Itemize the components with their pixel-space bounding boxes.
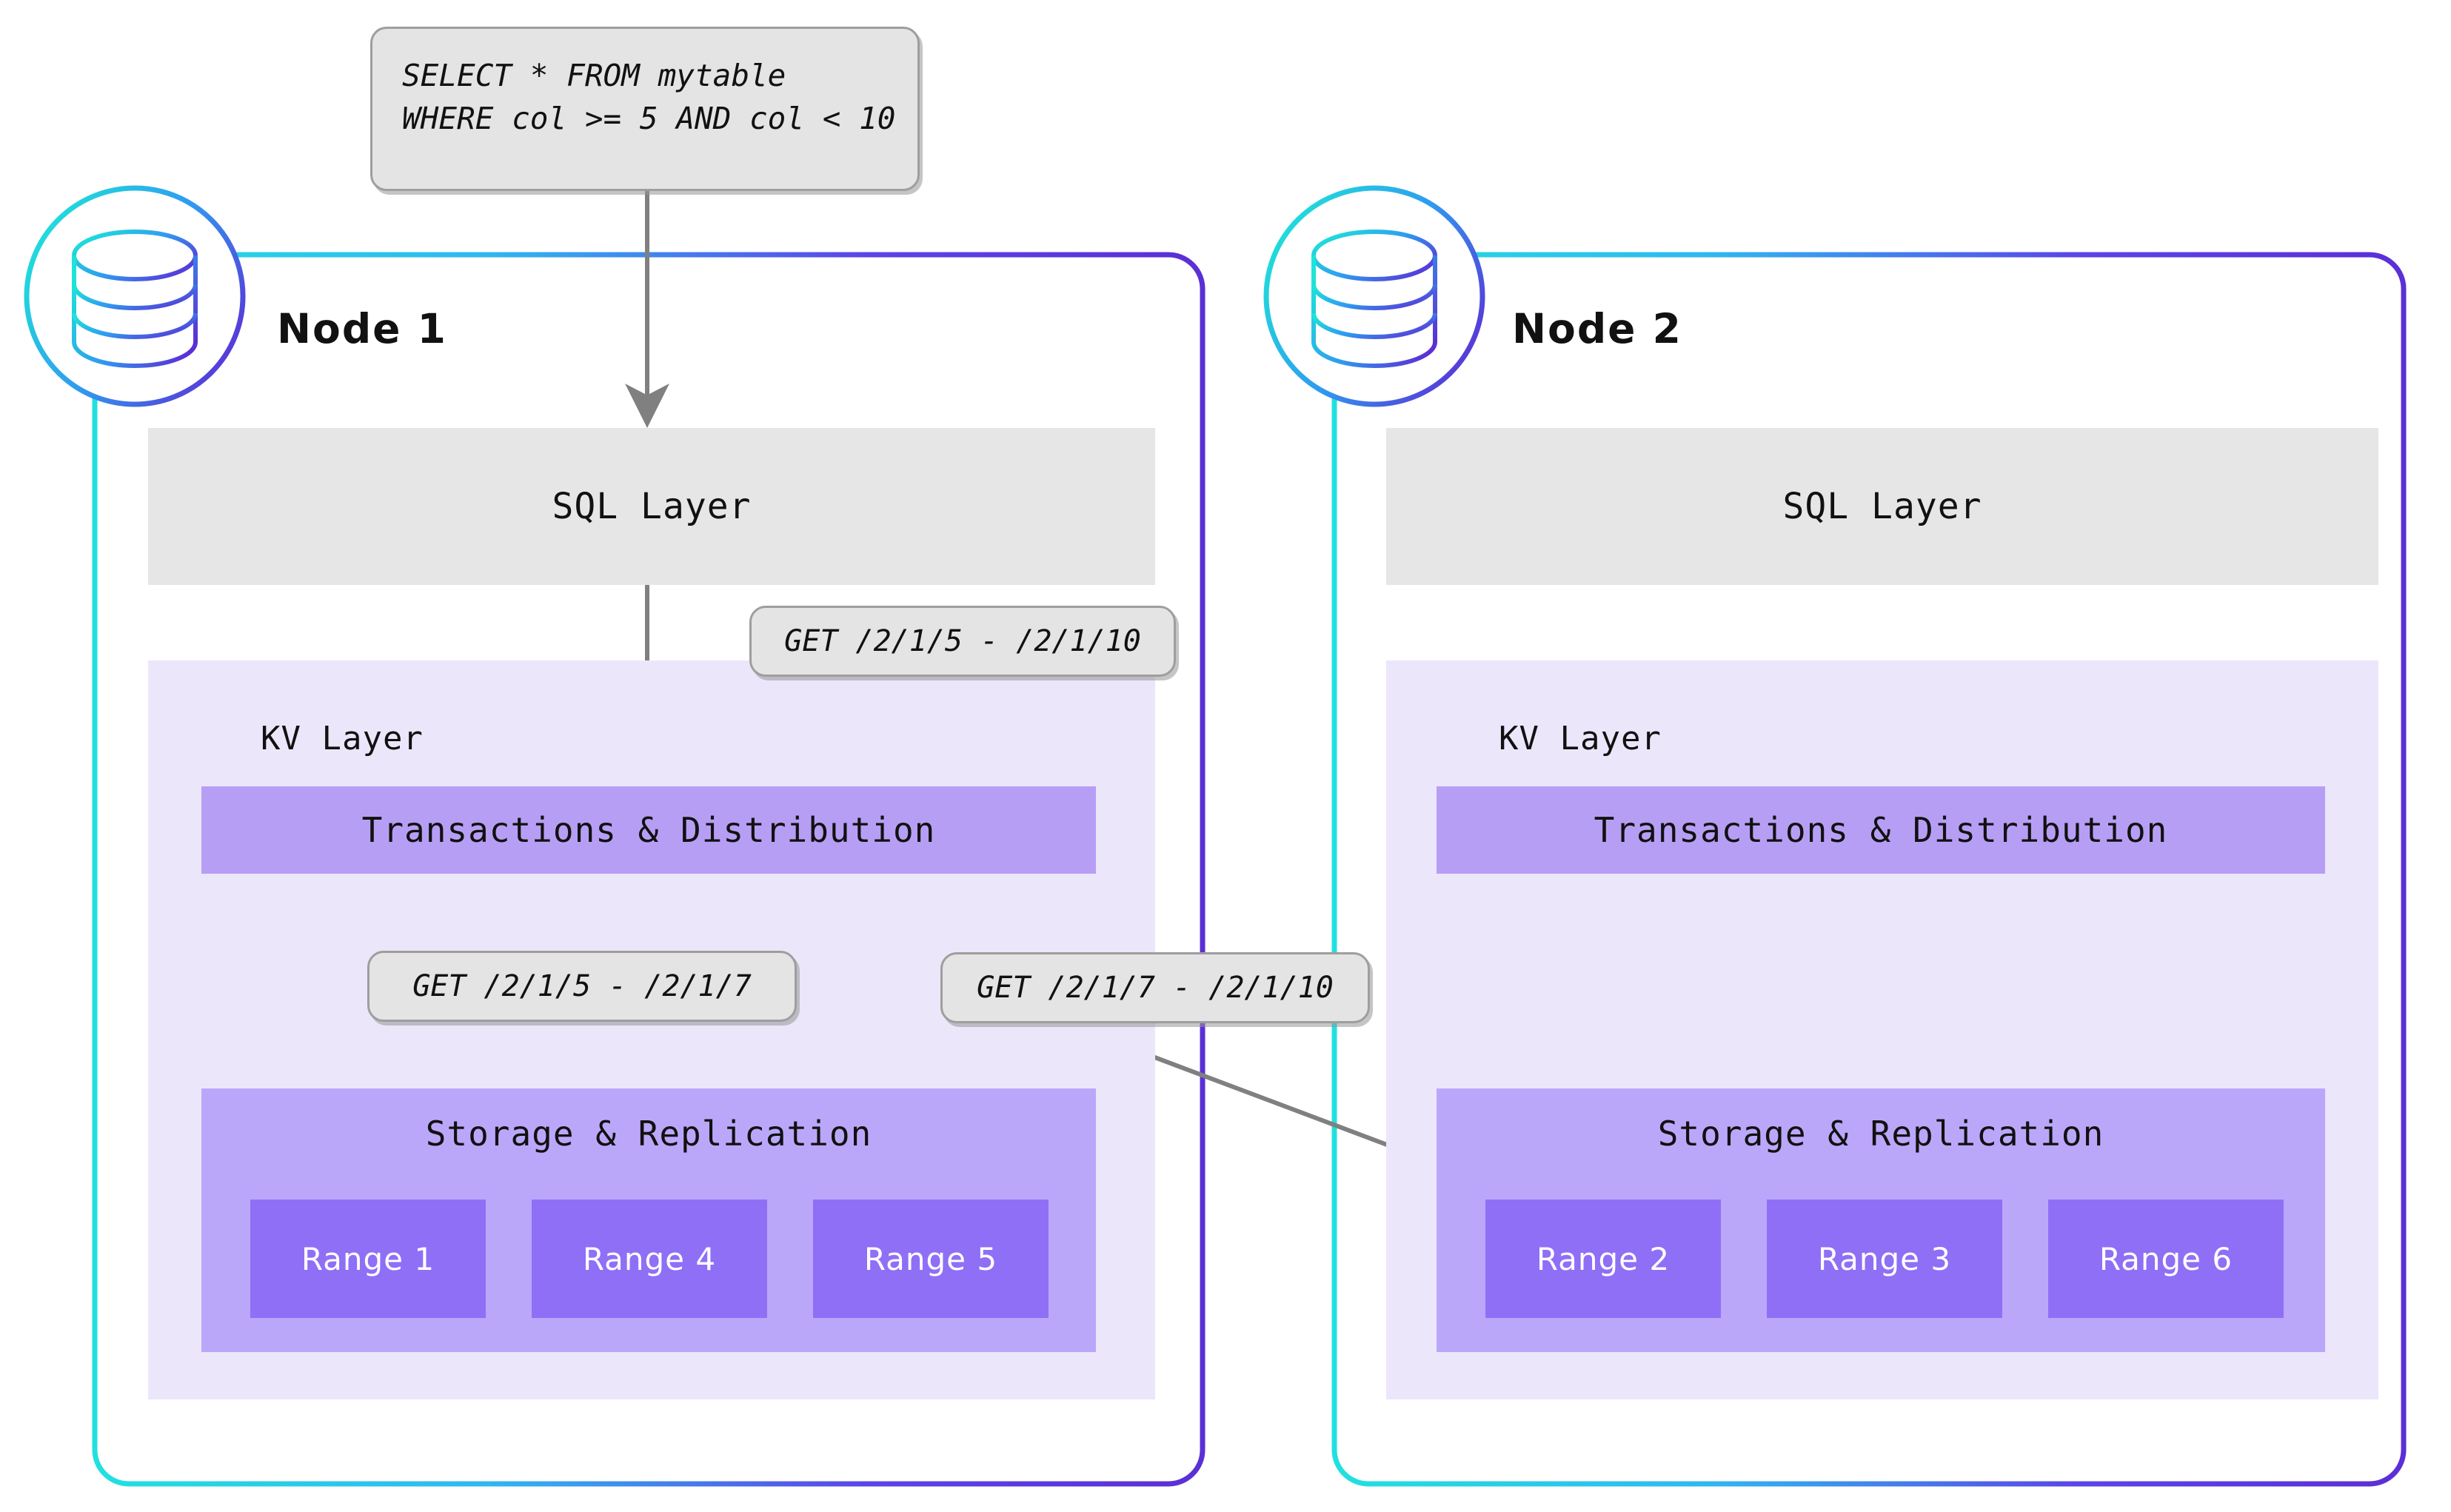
node-1-transactions-label: Transactions & Distribution bbox=[361, 810, 936, 850]
node-2-kv-layer-label: KV Layer bbox=[1499, 720, 1662, 757]
node-1-kv-layer-label: KV Layer bbox=[261, 720, 424, 757]
node-2-range-2[interactable]: Range 2 bbox=[1485, 1200, 1721, 1318]
node-1-sql-layer: SQL Layer bbox=[148, 428, 1155, 585]
node-2-transactions-block: Transactions & Distribution bbox=[1437, 786, 2325, 874]
callout-range-remote: GET /2/1/7 - /2/1/10 bbox=[940, 952, 1370, 1023]
node-2-sql-layer-label: SQL Layer bbox=[1782, 486, 1982, 527]
node-1-sql-layer-label: SQL Layer bbox=[552, 486, 752, 527]
node-2-sql-layer: SQL Layer bbox=[1386, 428, 2378, 585]
node-1-title: Node 1 bbox=[277, 305, 447, 352]
node-2-transactions-label: Transactions & Distribution bbox=[1594, 810, 2168, 850]
node-1-range-5[interactable]: Range 5 bbox=[813, 1200, 1049, 1318]
node-1-storage-label: Storage & Replication bbox=[425, 1114, 872, 1154]
sql-query-box: SELECT * FROM mytable WHERE col >= 5 AND… bbox=[370, 27, 920, 191]
node-1-kv-layer: KV Layer Transactions & Distribution Sto… bbox=[148, 660, 1155, 1399]
node-2-storage-block: Storage & Replication Range 2 Range 3 Ra… bbox=[1437, 1088, 2325, 1352]
callout-range-local: GET /2/1/5 - /2/1/7 bbox=[367, 951, 797, 1022]
node-1-database-icon bbox=[24, 185, 246, 407]
node-1-storage-block: Storage & Replication Range 1 Range 4 Ra… bbox=[201, 1088, 1096, 1352]
node-2-storage-label: Storage & Replication bbox=[1657, 1114, 2104, 1154]
node-2-range-6[interactable]: Range 6 bbox=[2048, 1200, 2284, 1318]
node-2-title: Node 2 bbox=[1512, 305, 1682, 352]
node-2-database-icon bbox=[1263, 185, 1485, 407]
node-2-kv-layer: KV Layer Transactions & Distribution Sto… bbox=[1386, 660, 2378, 1399]
node-1-range-1[interactable]: Range 1 bbox=[250, 1200, 486, 1318]
node-2-range-3[interactable]: Range 3 bbox=[1767, 1200, 2002, 1318]
node-1-transactions-block: Transactions & Distribution bbox=[201, 786, 1096, 874]
callout-kv-request: GET /2/1/5 - /2/1/10 bbox=[749, 606, 1176, 677]
node-1-range-4[interactable]: Range 4 bbox=[532, 1200, 767, 1318]
